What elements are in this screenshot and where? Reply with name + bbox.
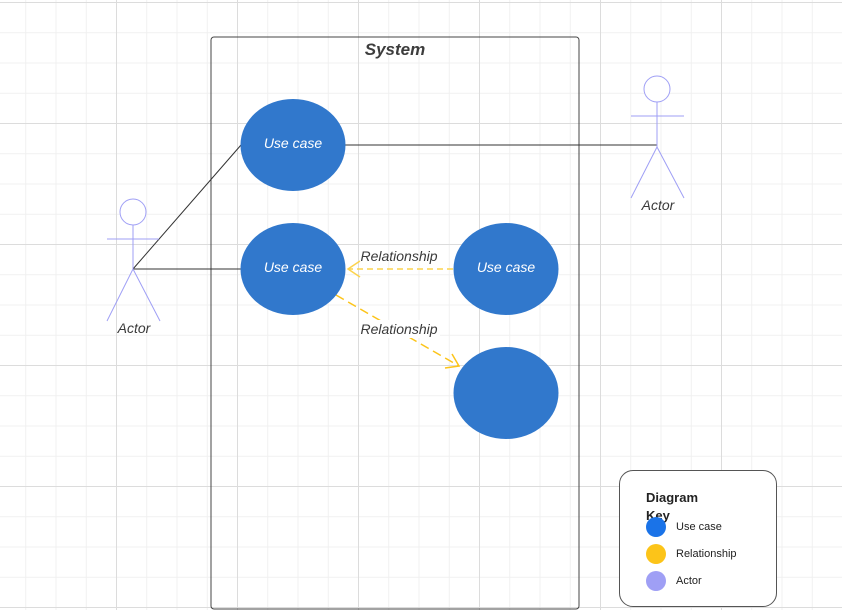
- use-case-swatch: [646, 517, 666, 537]
- relationship-label: Relationship: [360, 248, 437, 264]
- use-case-label: Use case: [264, 259, 323, 275]
- actor-figure[interactable]: [106, 198, 161, 322]
- use-case-ellipse[interactable]: [240, 99, 346, 191]
- use-case-ellipse[interactable]: [240, 223, 346, 315]
- relationship-label-bg: [360, 320, 440, 338]
- actor-label: Actor: [117, 320, 152, 336]
- use-case-label: Use case: [264, 135, 323, 151]
- relationship-swatch: [646, 544, 666, 564]
- key-item-label: Actor: [676, 575, 702, 587]
- actor-label: Actor: [641, 197, 676, 213]
- key-item-label: Use case: [676, 521, 722, 533]
- association-line[interactable]: [132, 144, 242, 270]
- diagram-key[interactable]: Diagram Key Use case Relationship Actor: [619, 470, 777, 607]
- relationship-connector[interactable]: [346, 260, 453, 278]
- relationship-label: Relationship: [360, 321, 437, 337]
- actor-figure[interactable]: [630, 75, 685, 199]
- use-case-label: Use case: [477, 259, 536, 275]
- system-boundary[interactable]: [210, 36, 580, 610]
- key-item-label: Relationship: [676, 548, 737, 560]
- use-case-ellipse[interactable]: [453, 347, 559, 439]
- actor-swatch: [646, 571, 666, 591]
- use-case-ellipse[interactable]: [453, 223, 559, 315]
- system-title: System: [365, 40, 425, 59]
